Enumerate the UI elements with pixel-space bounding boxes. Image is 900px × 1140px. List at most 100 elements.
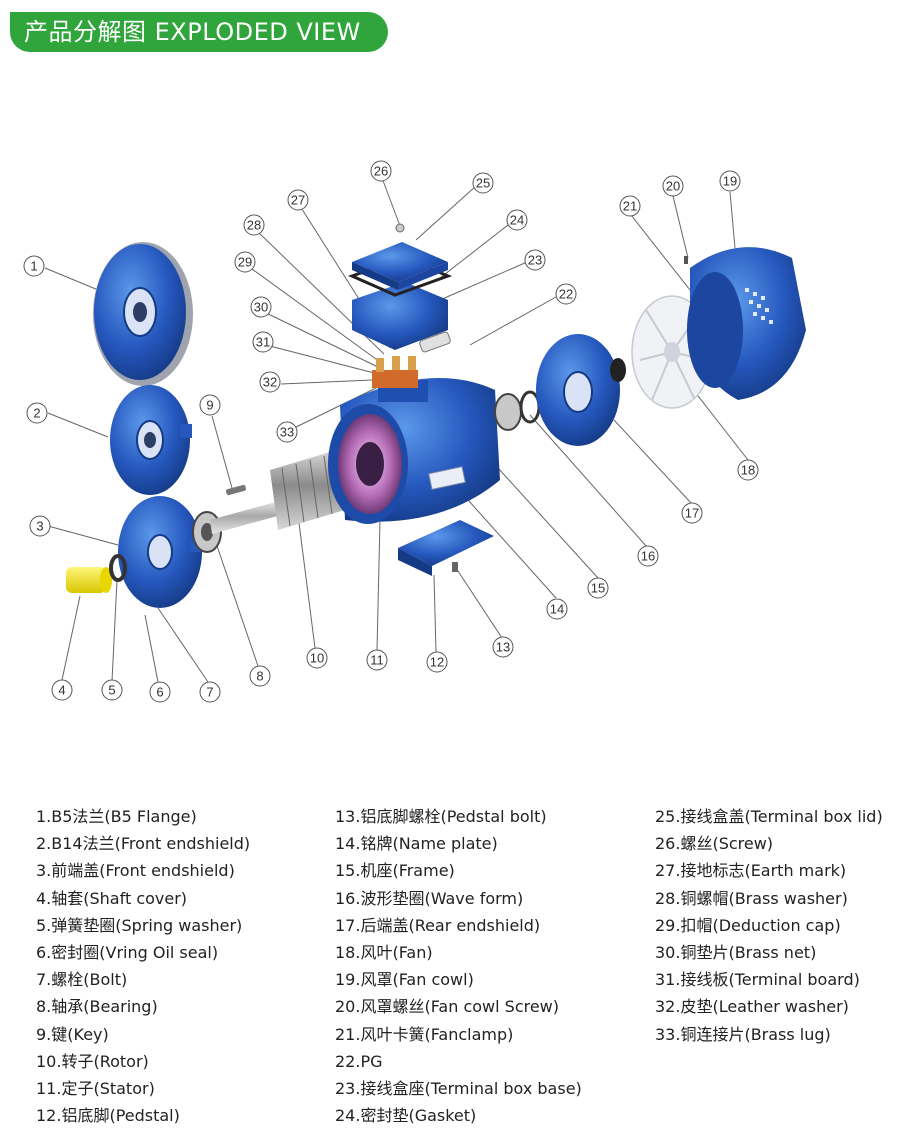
callout-circle [370,160,392,182]
callout-number: 10 [310,651,324,666]
legend-item: 25.接线盒盖(Terminal box lid) [655,807,883,826]
legend-item: 12.铝底脚(Pedstal) [36,1106,180,1126]
callout-circle [472,172,494,194]
callout-number: 33 [280,425,294,440]
legend-item: 30.铜垫片(Brass net) [655,942,817,962]
callout-number: 17 [685,506,699,521]
legend-item: 13.铝底脚螺栓(Pedstal bolt) [335,807,547,826]
callout-number: 30 [254,300,268,315]
terminal-box-lid [352,242,448,290]
callout-circle [199,681,221,703]
callout-circle [101,679,123,701]
legend-item: 28.铜螺帽(Brass washer) [655,888,848,908]
callout-number: 29 [238,255,252,270]
callout-circle [51,679,73,701]
callout-number: 21 [623,199,637,214]
pg-gland [419,331,451,353]
legend-item: 2.B14法兰(Front endshield) [36,834,251,854]
callout-number: 27 [291,193,305,208]
callout-circle [259,371,281,393]
callout-circle [252,331,274,353]
legend-item: 32.皮垫(Leather washer) [655,997,849,1017]
callout-circle [243,214,265,236]
legend-item: 3.前端盖(Front endshield) [36,861,235,881]
fan-cowl-screw [684,256,688,264]
name-plate [428,466,466,490]
callout-number: 13 [496,640,510,655]
callout-number: 12 [430,655,444,670]
legend-column-1: 1.B5法兰(B5 Flange)2.B14法兰(Front endshield… [36,803,250,1129]
legend-item: 5.弹簧垫圈(Spring washer) [36,915,243,935]
callout-circle [426,651,448,673]
callout-circle [637,545,659,567]
callout-circle [306,647,328,669]
callout-number: 14 [550,602,564,617]
legend-item: 26.螺丝(Screw) [655,834,774,854]
callout-circle [26,402,48,424]
header-badge: 产品分解图 EXPLODED VIEW [10,12,388,52]
legend-item: 21.风叶卡簧(Fanclamp) [335,1024,514,1044]
legend-column-2: 13.铝底脚螺栓(Pedstal bolt)14.铭牌(Name plate)1… [335,803,582,1129]
callout-number: 25 [476,176,490,191]
rear-endshield [536,334,626,446]
legend-item: 7.螺栓(Bolt) [36,970,128,990]
callout-circle [250,296,272,318]
legend-item: 10.转子(Rotor) [36,1051,149,1071]
frame [328,378,500,524]
legend-item: 18.风叶(Fan) [335,942,433,962]
callout-circle [662,175,684,197]
callout-circle [619,195,641,217]
exploded-view-diagram: 1234567891011121314151617181920212223242… [23,160,806,703]
legend-item: 6.密封圈(Vring Oil seal) [36,942,219,962]
legend-item: 19.风罩(Fan cowl) [335,970,474,990]
callout-circle [23,255,45,277]
callout-circle [719,170,741,192]
callout-circle [287,189,309,211]
rear-bearing [494,393,522,431]
parts-legend: 1.B5法兰(B5 Flange)2.B14法兰(Front endshield… [0,803,900,1133]
callout-number: 2 [33,406,40,421]
spring-washer [109,554,127,582]
callout-number: 7 [206,685,213,700]
legend-item: 33.铜连接片(Brass lug) [655,1024,831,1044]
callout-number: 28 [247,218,261,233]
shaft-cover [66,567,112,593]
callout-number: 20 [666,179,680,194]
leader-lines [44,177,749,683]
screw [395,223,405,233]
callout-number: 18 [741,463,755,478]
key [226,484,246,496]
legend-item: 29.扣帽(Deduction cap) [655,915,841,935]
callout-number: 31 [256,335,270,350]
callout-number: 5 [108,683,115,698]
callout-number: 8 [256,669,263,684]
callout-number: 6 [156,685,163,700]
legend-item: 16.波形垫圈(Wave form) [335,888,524,908]
callout-number: 15 [591,581,605,596]
terminal-box-base [352,282,448,350]
callout-circle [29,515,51,537]
callout-circle [587,577,609,599]
callout-circle [506,209,528,231]
legend-item: 8.轴承(Bearing) [36,997,158,1017]
callout-circle [546,598,568,620]
legend-item: 27.接地标志(Earth mark) [655,861,847,881]
callout-number: 19 [723,174,737,189]
legend-item: 22.PG [335,1051,383,1071]
callout-circle [234,251,256,273]
legend-column-3: 25.接线盒盖(Terminal box lid) 26.螺丝(Screw) 27.… [655,803,883,1048]
callout-circle [199,394,221,416]
callout-number: 16 [641,549,655,564]
callout-number: 9 [206,398,213,413]
front-endshield [118,496,204,608]
callout-circle [555,283,577,305]
legend-item: 11.定子(Stator) [36,1078,155,1098]
callout-circle [366,649,388,671]
callout-circle [737,459,759,481]
legend-item: 17.后端盖(Rear endshield) [335,915,541,935]
callout-number: 1 [30,259,37,274]
callout-number: 3 [36,519,43,534]
fan-cowl [687,247,806,400]
b14-front-endshield [110,385,192,495]
